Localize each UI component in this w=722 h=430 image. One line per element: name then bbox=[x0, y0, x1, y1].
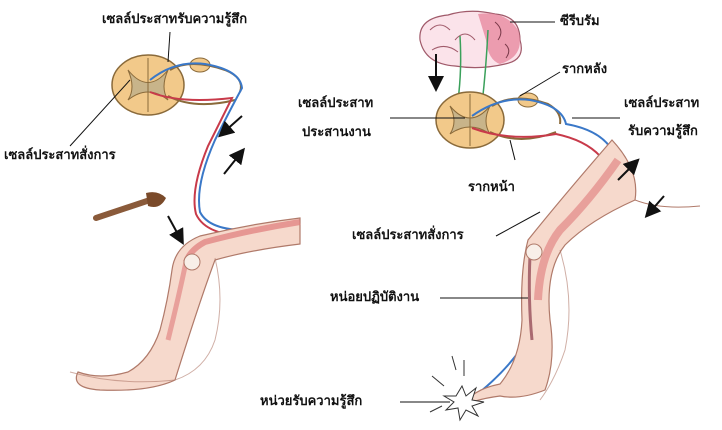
label-dorsal-root: รากหลัง bbox=[562, 62, 607, 78]
label-ventral-root: รากหน้า bbox=[468, 180, 515, 196]
label-motor-neuron-left: เซลล์ประสาทสั่งการ bbox=[4, 148, 116, 164]
left-arrow-hammer bbox=[168, 216, 180, 238]
left-spinal-cord-section bbox=[112, 55, 241, 115]
leader-motor-left bbox=[70, 80, 130, 146]
label-interneuron-line1: เซลล์ประสาท bbox=[298, 96, 373, 112]
right-arrow-down bbox=[650, 196, 664, 212]
label-receptor: หน่วยรับความรู้สึก bbox=[260, 394, 362, 410]
left-motor-nerve bbox=[150, 92, 300, 236]
label-motor-neuron-right: เซลล์ประสาทสั่งการ bbox=[352, 228, 464, 244]
right-spinal-cord-section bbox=[436, 92, 560, 148]
leader-sensory-left bbox=[168, 32, 170, 62]
left-arrow-up bbox=[224, 154, 240, 174]
label-effector: หน่อยปฏิบัติงาน bbox=[330, 290, 419, 306]
left-leg bbox=[70, 192, 300, 390]
label-cerebrum: ซีรีบรัม bbox=[560, 14, 600, 30]
leader-ventral-root bbox=[510, 140, 515, 160]
label-sensory-neuron-right-line2: รับความรู้สึก bbox=[628, 124, 698, 140]
stimulus-burst bbox=[430, 356, 484, 420]
label-sensory-neuron-left: เซลล์ประสาทรับความรู้สึก bbox=[102, 12, 247, 28]
leader-dorsal-root bbox=[520, 72, 560, 96]
label-interneuron-line2: ประสานงาน bbox=[302, 125, 371, 141]
label-sensory-neuron-right-line1: เซลล์ประสาท bbox=[624, 96, 699, 112]
